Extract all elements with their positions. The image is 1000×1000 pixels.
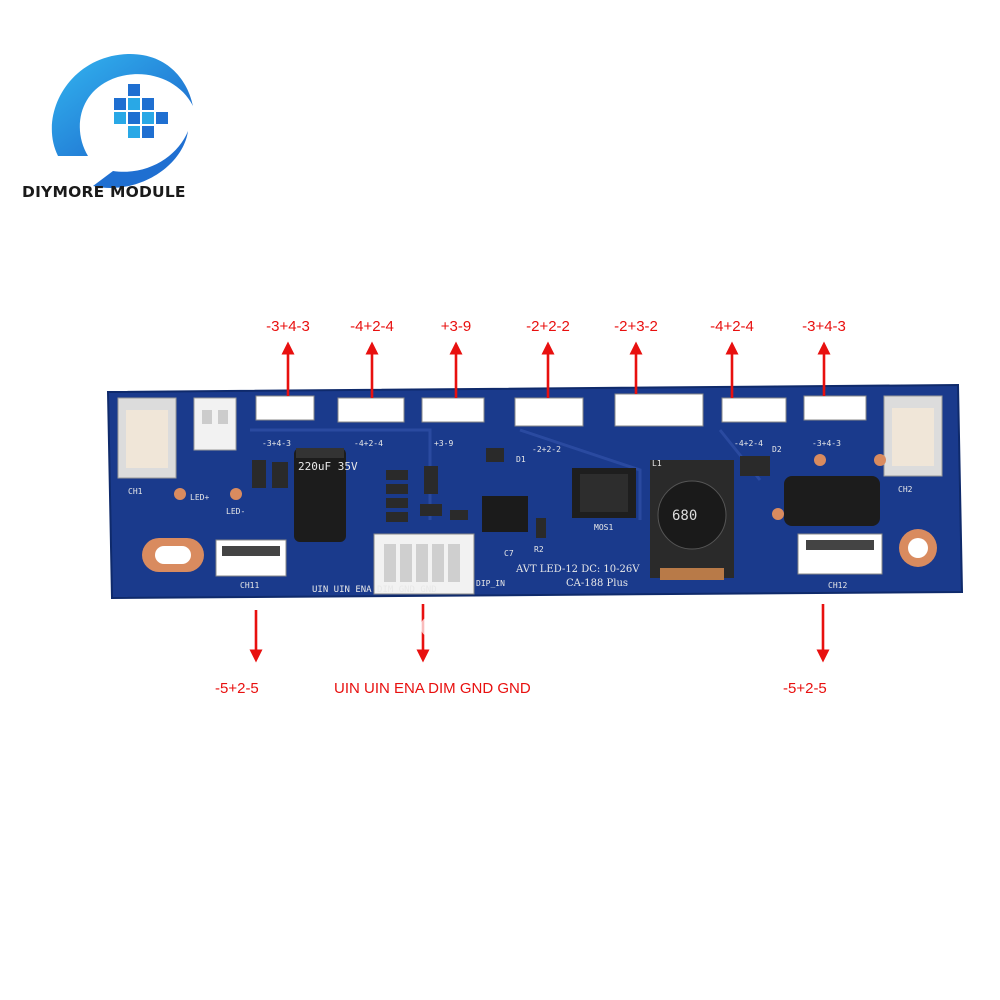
connector-ch5 — [337, 397, 405, 423]
top-label-7: -3+4-3 — [802, 318, 846, 335]
top-label-6: -4+2-4 — [710, 318, 754, 335]
ic-chip — [482, 496, 528, 532]
silk-label-ch6: -4+2-4 — [734, 439, 763, 448]
silk-label-l1: L1 — [652, 459, 662, 468]
top-label-1: -3+4-3 — [266, 318, 310, 335]
connector-ch11 — [215, 539, 287, 577]
pcb-board — [106, 383, 964, 600]
brand-name: DIYMORE MODULE — [22, 183, 186, 201]
silk-label-ch3: -3+4-3 — [262, 439, 291, 448]
silk-label-ch9: -2+2-2 — [532, 445, 561, 454]
silk-label-ch7: +3-9 — [434, 439, 453, 448]
connector-ch8 — [193, 397, 237, 451]
capacitor-220uf — [294, 448, 346, 542]
input-pin-labels: UIN UIN ENA DIM GND GND — [312, 585, 437, 595]
silk-label-led-plus: LED+ — [190, 493, 209, 502]
silk-label-ch5: -4+2-4 — [354, 439, 383, 448]
model-line-2: CA-188 Plus — [566, 578, 628, 589]
silk-ch12: CH12 — [828, 581, 847, 590]
connector-ch3 — [255, 395, 315, 421]
silk-ch1: CH1 — [128, 487, 143, 496]
inductor-text: 680 — [672, 508, 697, 524]
silk-label-d1: D1 — [516, 455, 526, 464]
logo-icon — [51, 53, 193, 188]
watermark-text: DIYMORE MODULE — [350, 612, 608, 642]
silk-label-c7: C7 — [504, 549, 514, 558]
capacitor-text: 220uF 35V — [298, 460, 358, 473]
pinout-arrows — [249, 341, 831, 663]
silk-ch11: CH11 — [240, 581, 259, 590]
connector-ch9 — [514, 397, 584, 427]
brand-logo — [18, 36, 208, 211]
silk-label-led-minus: LED- — [226, 507, 245, 516]
bottom-label-center: UIN UIN ENA DIM GND GND — [334, 680, 531, 697]
top-label-4: -2+2-2 — [526, 318, 570, 335]
bottom-label-right: -5+2-5 — [783, 680, 827, 697]
connector-ch7 — [421, 397, 485, 423]
silk-label-dip-in: DIP_IN — [476, 579, 505, 588]
capacitor-c6 — [784, 476, 880, 526]
silk-label-r2: R2 — [534, 545, 544, 554]
silk-label-mos1: MOS1 — [594, 523, 613, 532]
bottom-label-left: -5+2-5 — [215, 680, 259, 697]
connector-ch4 — [803, 395, 867, 421]
silkscreen: -3+4-3 -4+2-4 +3-9 -2+2-2 -4+2-4 -3+4-3 … — [128, 439, 913, 595]
top-label-3: +3-9 — [440, 318, 472, 335]
silk-ch2: CH2 — [898, 485, 913, 494]
top-label-2: -4+2-4 — [350, 318, 394, 335]
connector-ch10 — [614, 393, 704, 427]
silk-label-ch4: -3+4-3 — [812, 439, 841, 448]
model-line-1: AVT LED-12 DC: 10-26V — [515, 564, 640, 575]
connector-ch6 — [721, 397, 787, 423]
top-label-5: -2+3-2 — [614, 318, 658, 335]
silk-label-d2: D2 — [772, 445, 782, 454]
